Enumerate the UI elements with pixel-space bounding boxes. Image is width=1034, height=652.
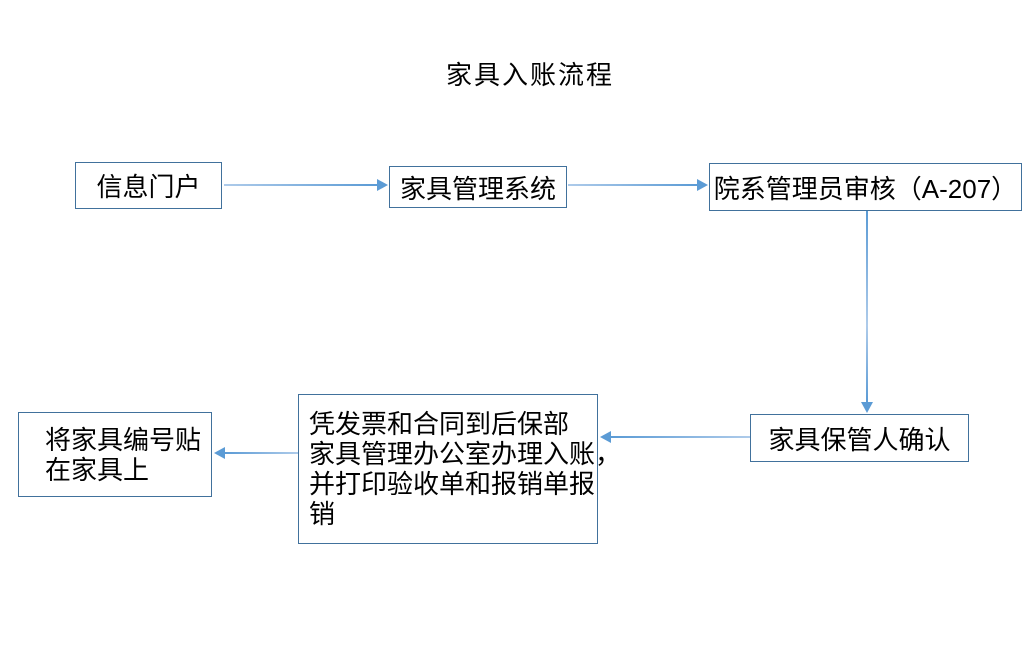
arrow-line (225, 452, 298, 454)
flow-node-labeling-line: 在家具上 (45, 454, 150, 485)
arrow-line (568, 184, 697, 186)
arrow-line (224, 184, 377, 186)
page-title: 家具入账流程 (446, 60, 615, 90)
arrow-head-left-icon (600, 431, 611, 443)
flow-node-review: 院系管理员审核（A-207） (709, 163, 1022, 211)
flow-node-labeling-line: 将家具编号贴 (45, 424, 202, 455)
arrow-head-left-icon (214, 447, 225, 459)
flow-node-portal: 信息门户 (75, 162, 222, 209)
flow-node-labeling: 将家具编号贴 在家具上 (18, 412, 212, 497)
arrow-line (866, 211, 868, 402)
flow-node-office-line: 销 (309, 499, 336, 529)
flow-node-custodian: 家具保管人确认 (750, 414, 969, 462)
flow-node-review-label: 院系管理员审核（A-207） (713, 173, 1018, 204)
flow-node-office: 凭发票和合同到后保部 家具管理办公室办理入账， 并打印验收单和报销单报 销 (298, 394, 621, 544)
arrow-line (611, 436, 750, 438)
arrow-head-right-icon (377, 179, 388, 191)
flow-node-office-line: 家具管理办公室办理入账， (309, 439, 622, 469)
flow-node-system-label: 家具管理系统 (399, 173, 556, 204)
flow-node-system: 家具管理系统 (389, 166, 567, 208)
flow-node-custodian-label: 家具保管人确认 (768, 424, 951, 455)
flow-node-portal-label: 信息门户 (96, 172, 201, 202)
arrow-head-right-icon (697, 179, 708, 191)
flow-node-office-line: 并打印验收单和报销单报 (309, 469, 596, 499)
arrow-head-down-icon (861, 402, 873, 413)
flow-node-office-line: 凭发票和合同到后保部 (309, 409, 570, 439)
